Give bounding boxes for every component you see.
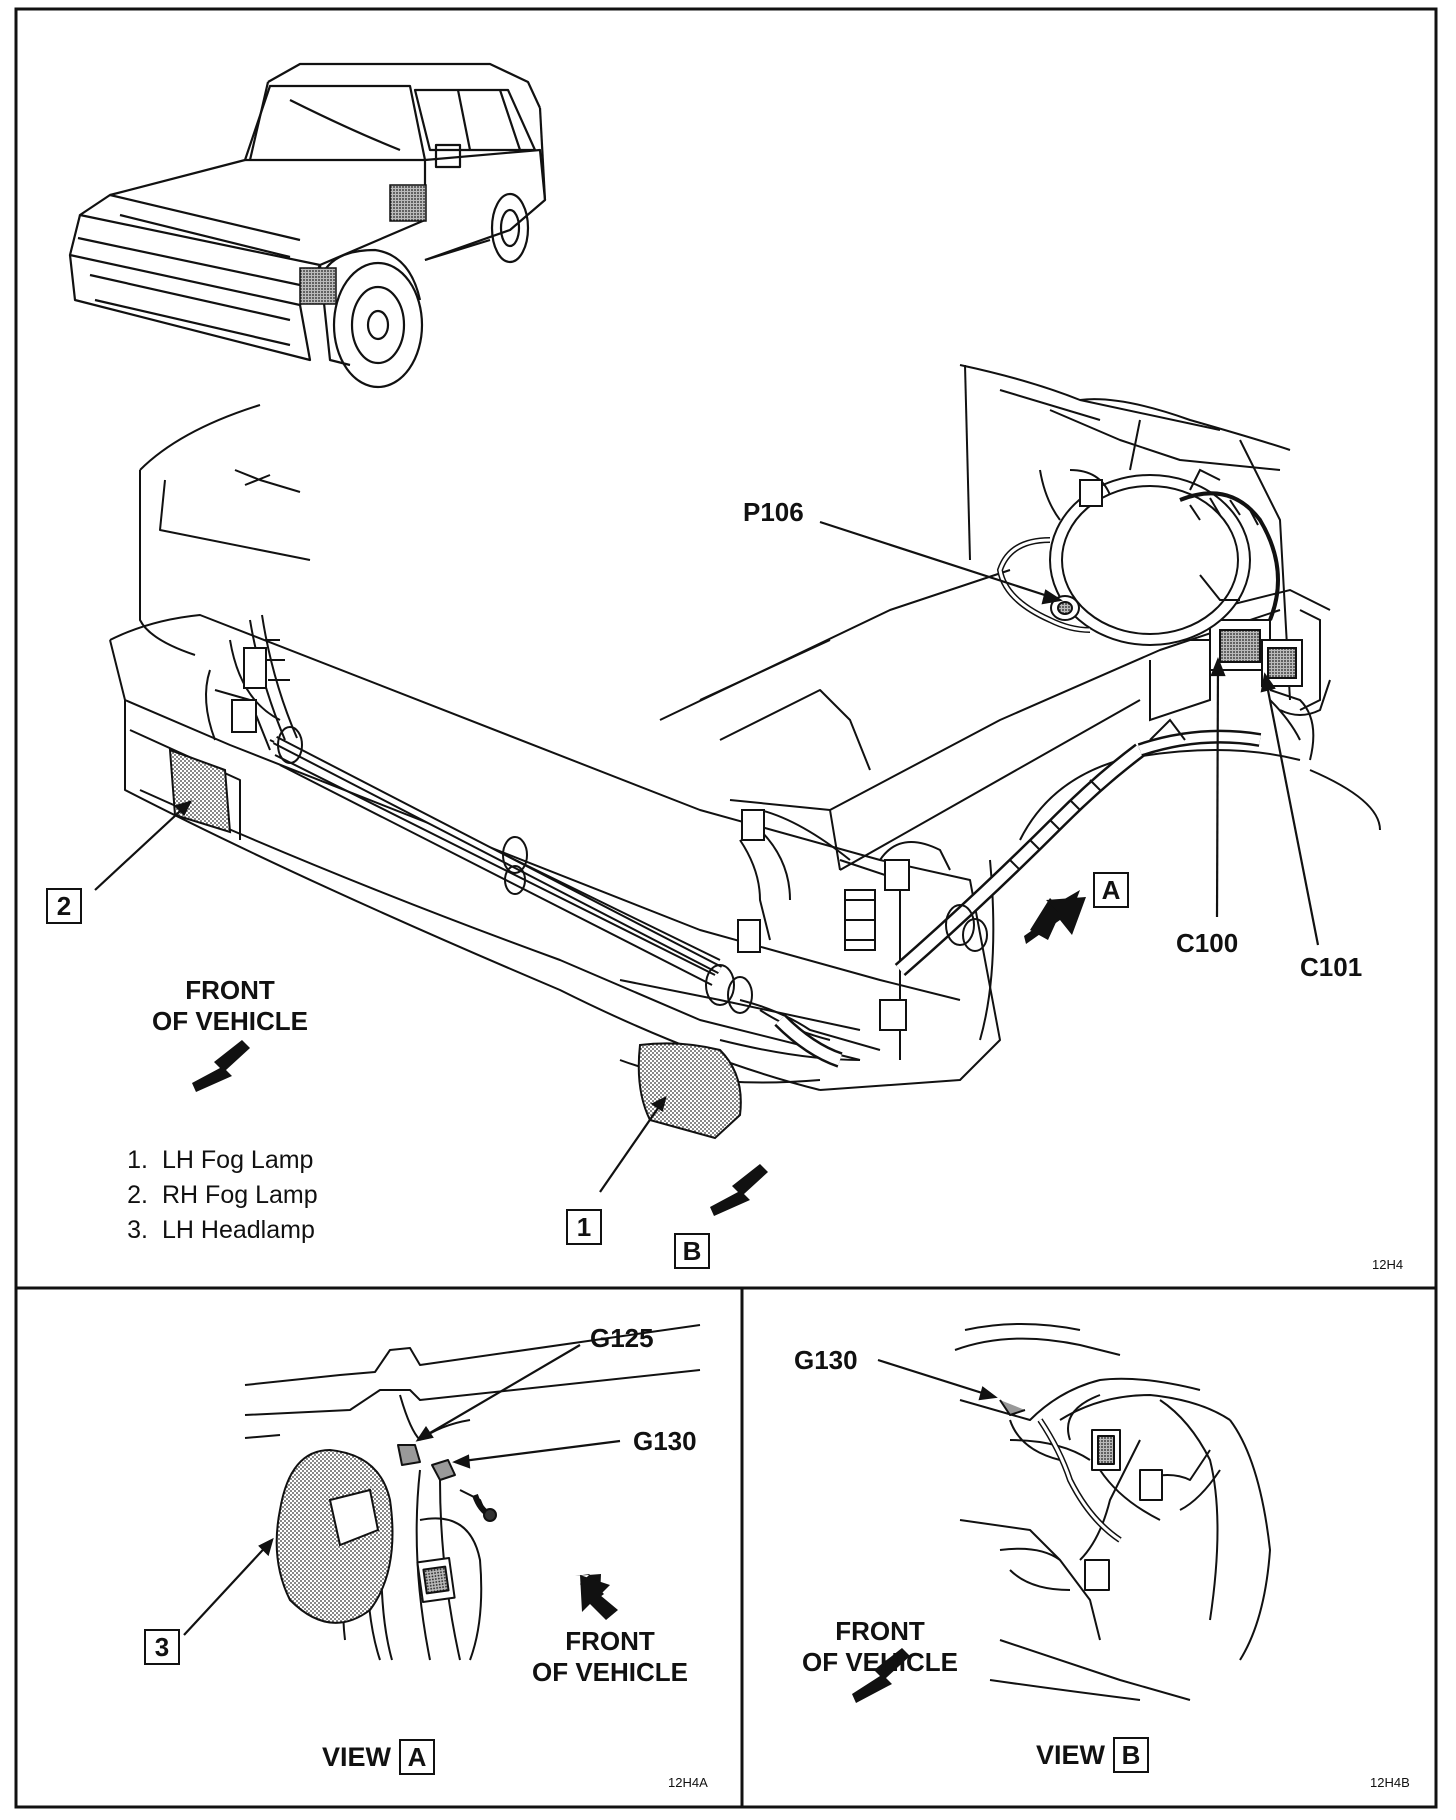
brake-booster [996, 468, 1280, 646]
highlight-patch-headlamp [389, 184, 427, 222]
vehicle-overview-icon [68, 62, 547, 389]
label-c101: C101 [1300, 952, 1363, 982]
figure-code-view-a: 12H4A [668, 1775, 708, 1790]
figure-code-main: 12H4 [1372, 1257, 1404, 1272]
front-of-vehicle-main: FRONT OF VEHICLE [151, 975, 308, 1036]
view-a-art [244, 1324, 701, 1661]
view-b-art [954, 1323, 1271, 1701]
leader-lines-view-a [183, 1344, 621, 1636]
lh-fog-lamp [637, 1042, 742, 1140]
label-g130-view-a: G130 [633, 1426, 697, 1456]
view-b-box: B [1113, 1737, 1150, 1773]
callout-b: B [674, 1233, 710, 1269]
label-p106: P106 [743, 497, 804, 527]
headlamp-socket [328, 1488, 380, 1547]
view-a-box: A [399, 1739, 436, 1775]
label-g130-view-b: G130 [794, 1345, 858, 1375]
panel-borders [14, 7, 1438, 1809]
connector-block-c100-c101 [1149, 588, 1331, 722]
label-c100: C100 [1176, 928, 1239, 958]
leader-lines-main [94, 520, 1320, 1193]
legend: 1. LH Fog Lamp 2. RH Fog Lamp 3. LH Head… [108, 1143, 318, 1248]
front-arrow-view-b [852, 1648, 910, 1703]
rh-fog-lamp [168, 748, 232, 834]
callout-2: 2 [46, 888, 82, 924]
wiring-harness-main [205, 614, 1331, 1068]
legend-item: 1. LH Fog Lamp [127, 1146, 314, 1174]
callout-1: 1 [566, 1209, 602, 1245]
view-b-caption: VIEW B [1036, 1737, 1150, 1773]
front-of-vehicle-view-b: FRONT OF VEHICLE [801, 1616, 958, 1677]
legend-item: 2. RH Fog Lamp [127, 1181, 318, 1209]
lh-headlamp-bulb [275, 1448, 394, 1624]
callout-a: A [1093, 872, 1129, 908]
direction-arrows-main [192, 890, 1086, 1216]
label-g125: G125 [590, 1323, 654, 1353]
highlight-patch-foglamp [299, 267, 337, 305]
figure-code-view-b: 12H4B [1370, 1775, 1410, 1790]
legend-item: 3. LH Headlamp [127, 1216, 315, 1244]
callout-3: 3 [144, 1629, 180, 1665]
view-a-caption: VIEW A [322, 1739, 436, 1775]
front-of-vehicle-view-a: FRONT OF VEHICLE [531, 1626, 688, 1687]
leader-lines-view-b [877, 1358, 998, 1401]
